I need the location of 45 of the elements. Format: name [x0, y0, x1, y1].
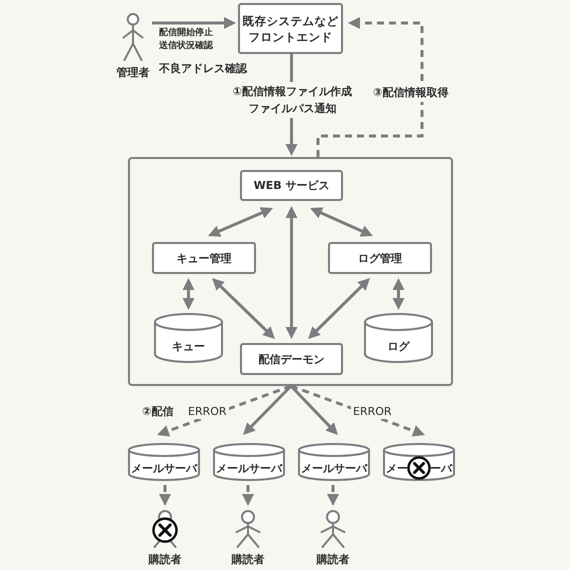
- edge-label: ③配信情報取得: [372, 84, 450, 102]
- dashed-arrow: [316, 17, 424, 157]
- step-label: ②配信: [142, 404, 174, 419]
- double-arrow: [208, 207, 273, 237]
- process-box: [328, 242, 432, 274]
- cylinder-label: ーバ: [430, 460, 452, 476]
- node-label: ログ管理: [358, 250, 402, 266]
- person-icon: [320, 510, 346, 548]
- caption-label: 購読者: [316, 552, 350, 567]
- arrow: [290, 384, 338, 435]
- node-label: 配信デーモン: [258, 352, 324, 366]
- double-arrow: [392, 278, 404, 310]
- dashed-arrow: [327, 485, 339, 506]
- process-box: [240, 343, 343, 375]
- caption-label: 管理者: [116, 65, 150, 80]
- person-icon: [122, 13, 144, 61]
- double-arrow: [310, 207, 373, 237]
- node-label: 既存システムなどフロントエンド: [242, 12, 339, 44]
- cylinder-label: メールサーバ: [131, 460, 197, 476]
- double-arrow: [308, 278, 370, 339]
- double-arrow: [182, 278, 194, 310]
- edge-label: ERROR: [186, 404, 229, 419]
- dashed-arrow: [159, 485, 171, 506]
- double-arrow: [286, 206, 298, 339]
- node-label: WEB サービス: [254, 178, 330, 193]
- note-text: 不良アドレス確認: [159, 61, 247, 76]
- caption-label: 購読者: [148, 552, 182, 567]
- process-box: [238, 3, 343, 54]
- cylinder-label: メー: [386, 460, 408, 476]
- edge-label: ERROR: [351, 404, 394, 419]
- process-box: [152, 242, 256, 274]
- person-icon: [235, 510, 261, 548]
- cylinder-label: メールサーバ: [301, 460, 367, 476]
- person-cross-icon: [152, 510, 178, 548]
- node-label: キュー管理: [176, 250, 232, 266]
- arrow: [152, 17, 236, 29]
- double-arrow: [212, 278, 275, 339]
- process-box: [240, 170, 343, 201]
- cylinder-label: キュー: [172, 338, 205, 354]
- arrow: [243, 384, 292, 435]
- cylinder-label: メールサーバ: [216, 460, 282, 476]
- cylinder-label: ログ: [388, 338, 410, 354]
- system-frame: [128, 157, 453, 386]
- dashed-arrow: [242, 485, 254, 506]
- caption-label: 購読者: [232, 552, 264, 567]
